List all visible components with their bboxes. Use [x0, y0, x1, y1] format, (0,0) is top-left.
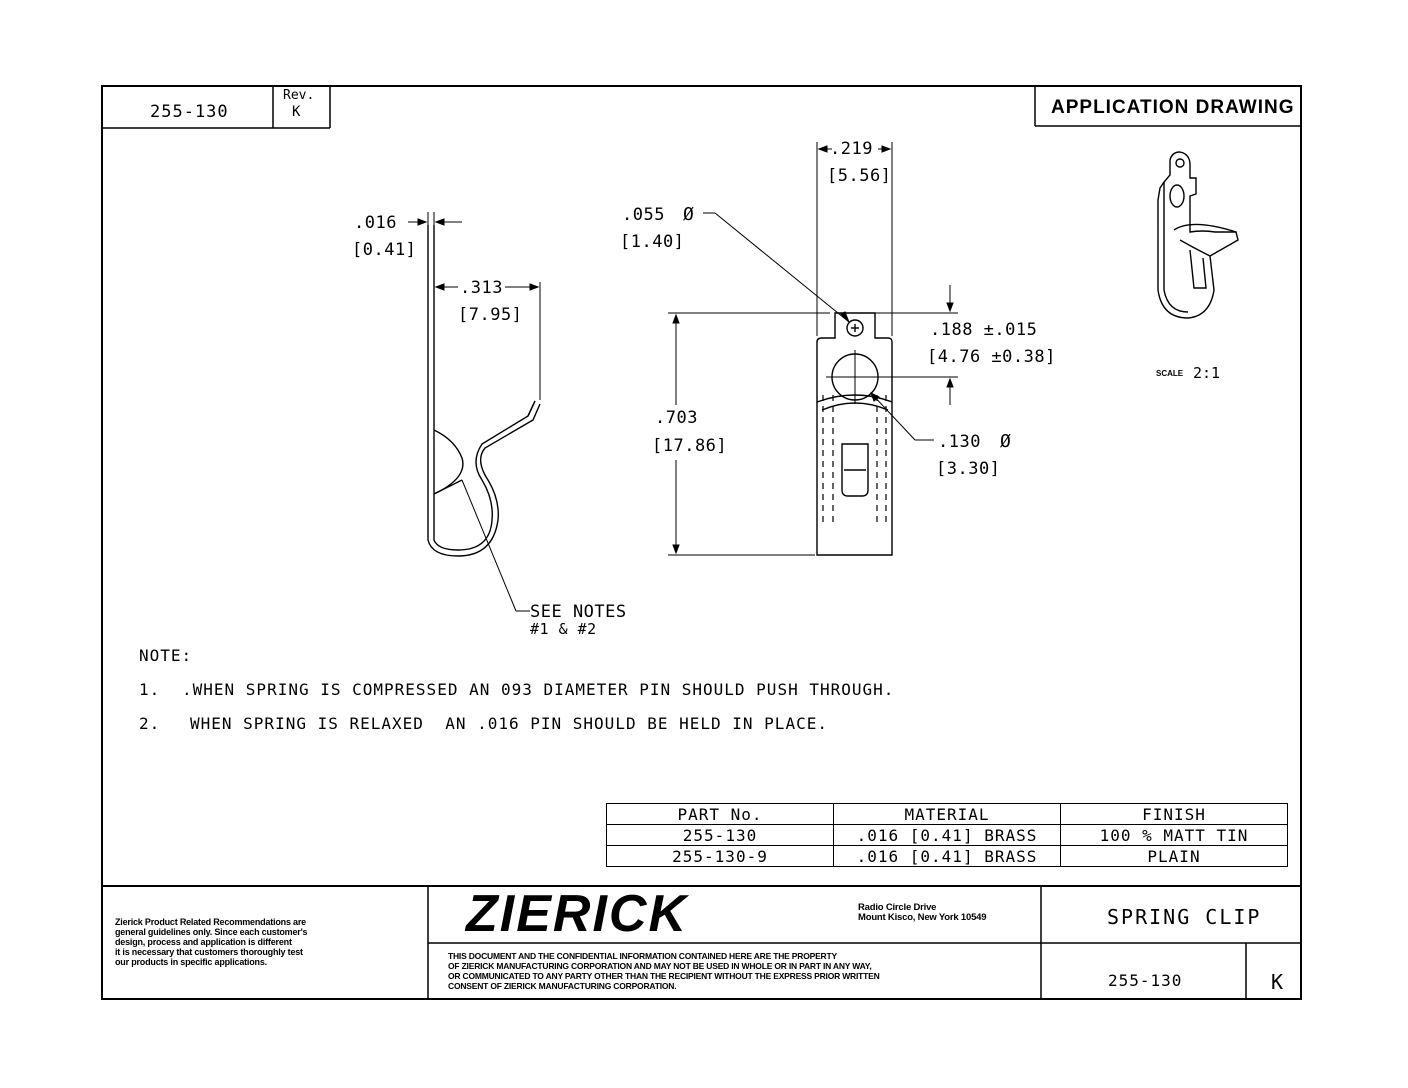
front-view-hidden-lines	[822, 395, 887, 523]
note-1-number: 1.	[139, 680, 161, 699]
front-width-in: .219	[830, 139, 873, 159]
front-height-mm: [17.86]	[652, 436, 728, 456]
side-view-dims	[408, 212, 541, 612]
front-width-mm: [5.56]	[827, 166, 892, 186]
side-width-in: .313	[460, 278, 503, 298]
disclaimer-line: it is necessary that customers thoroughl…	[115, 947, 303, 957]
note-2-text: WHEN SPRING IS RELAXED AN .016 PIN SHOUL…	[190, 714, 828, 733]
address-line: Mount Kisco, New York 10549	[858, 912, 987, 923]
front-view-clip	[816, 312, 893, 556]
front-height-in: .703	[655, 408, 698, 428]
table-cell: 255-130	[606, 824, 834, 846]
small-hole-diameter-symbol: Ø	[683, 204, 695, 225]
scale-value: 2:1	[1193, 364, 1221, 382]
zierick-logo: ZIERICK	[466, 885, 688, 943]
table-cell: .016 [0.41] BRASS	[833, 845, 1061, 867]
address-line: Radio Circle Drive	[858, 902, 937, 913]
large-hole-mm: [3.30]	[936, 459, 1001, 479]
parts-table: PART No. MATERIAL FINISH 255-130 .016 [0…	[606, 803, 1288, 867]
table-header: PART No.	[606, 803, 834, 825]
iso-view-clip	[1157, 151, 1239, 319]
side-thickness-mm: [0.41]	[352, 240, 417, 260]
notes-heading: NOTE:	[139, 646, 193, 665]
title-part-number: 255-130	[150, 102, 229, 122]
part-title: SPRING CLIP	[1107, 905, 1262, 929]
side-width-mm: [7.95]	[458, 305, 523, 325]
side-thickness-in: .016	[354, 213, 397, 233]
small-hole-mm: [1.40]	[620, 232, 685, 252]
large-hole-diameter-symbol: Ø	[1000, 431, 1012, 452]
hole-offset-mm: [4.76 ±0.38]	[927, 347, 1056, 367]
table-cell: 255-130-9	[606, 845, 834, 867]
table-cell: PLAIN	[1060, 845, 1288, 867]
confidential-notice: THIS DOCUMENT AND THE CONFIDENTIAL INFOR…	[448, 951, 880, 991]
front-view-dims	[668, 142, 958, 556]
table-cell: .016 [0.41] BRASS	[833, 824, 1061, 846]
confidential-line: CONSENT OF ZIERICK MANUFACTURING CORPORA…	[448, 981, 677, 991]
table-cell: 100 % MATT TIN	[1060, 824, 1288, 846]
table-header: MATERIAL	[833, 803, 1061, 825]
note-2-number: 2.	[139, 714, 161, 733]
see-notes-line2: #1 & #2	[530, 620, 597, 638]
drawing-type-label: APPLICATION DRAWING	[1051, 97, 1295, 118]
footer-revision: K	[1271, 970, 1284, 994]
company-address: Radio Circle Drive Mount Kisco, New York…	[858, 902, 987, 923]
disclaimer-line: general guidelines only. Since each cust…	[115, 927, 308, 937]
hole-offset-in: .188 ±.015	[930, 320, 1038, 340]
footer-part-number: 255-130	[1108, 971, 1183, 990]
disclaimer-line: our products in specific applications.	[115, 957, 267, 967]
table-row: 255-130 .016 [0.41] BRASS 100 % MATT TIN	[606, 824, 1288, 846]
disclaimer-line: design, process and application is diffe…	[115, 937, 292, 947]
table-row: 255-130-9 .016 [0.41] BRASS PLAIN	[606, 845, 1288, 867]
confidential-line: OR COMMUNICATED TO ANY PARTY OTHER THAN …	[448, 971, 880, 981]
side-view-clip	[427, 225, 541, 557]
small-hole-in: .055	[622, 205, 665, 225]
table-header: FINISH	[1060, 803, 1288, 825]
rev-value: K	[292, 104, 301, 120]
large-hole-in: .130	[938, 432, 981, 452]
confidential-line: THIS DOCUMENT AND THE CONFIDENTIAL INFOR…	[448, 951, 837, 961]
see-notes-line1: SEE NOTES	[530, 602, 627, 622]
disclaimer-line: Zierick Product Related Recommendations …	[115, 917, 306, 927]
confidential-line: OF ZIERICK MANUFACTURING CORPORATION AND…	[448, 961, 872, 971]
scale-label: SCALE	[1156, 369, 1184, 378]
table-header-row: PART No. MATERIAL FINISH	[606, 803, 1288, 825]
drawing-frame	[101, 85, 1302, 1000]
note-1-text: .WHEN SPRING IS COMPRESSED AN 093 DIAMET…	[182, 680, 895, 699]
rev-label: Rev.	[283, 88, 315, 103]
footer-disclaimer: Zierick Product Related Recommendations …	[115, 917, 308, 967]
